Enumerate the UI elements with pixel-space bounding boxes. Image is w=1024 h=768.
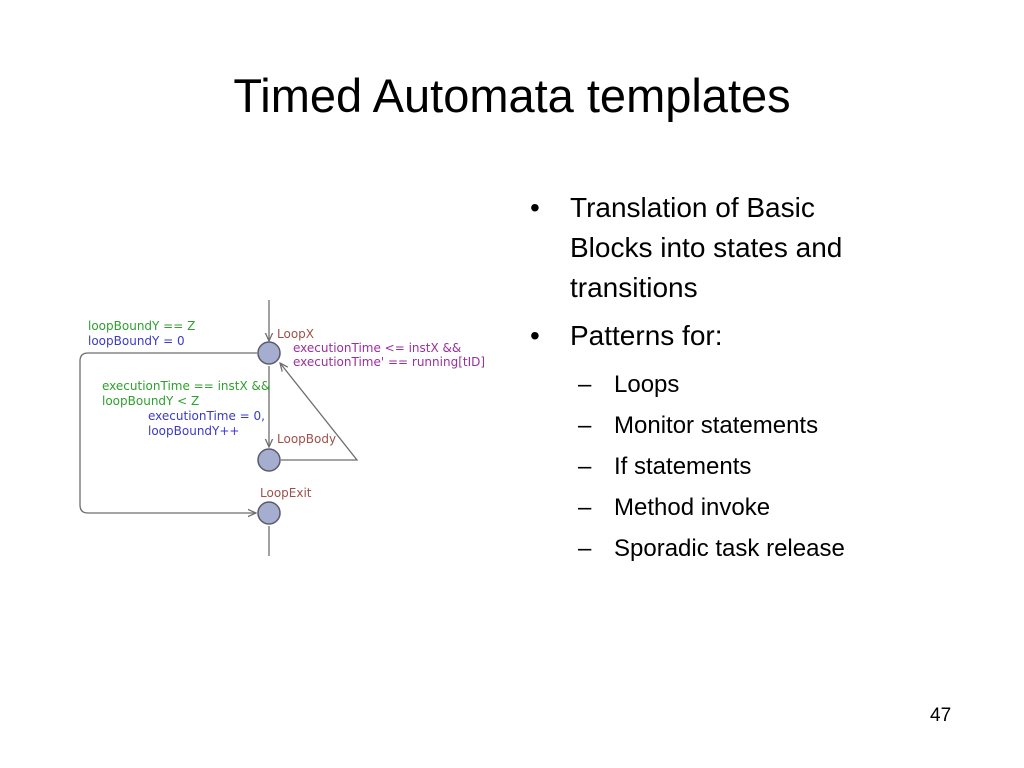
location-label-loopexit: LoopExit xyxy=(260,486,312,500)
bullet-item: • Translation of Basic Blocks into state… xyxy=(530,188,950,308)
sub-bullet-item: – If statements xyxy=(570,446,950,487)
sub-bullet-item: – Monitor statements xyxy=(570,405,950,446)
dash-mark: – xyxy=(578,453,592,480)
invariant-line-2: executionTime' == running[tID] xyxy=(293,355,485,369)
bullet-line: transitions xyxy=(570,272,698,303)
location-loopexit xyxy=(257,501,281,525)
update-body-line-1: executionTime = 0, xyxy=(148,409,265,423)
sub-bullet-item: – Loops xyxy=(570,364,950,405)
invariant-line-1: executionTime <= instX && xyxy=(293,341,461,355)
sub-bullet-text: Monitor statements xyxy=(614,412,819,439)
edge-loopbody-back-to-loopx xyxy=(280,363,359,461)
sub-bullet-text: Method invoke xyxy=(614,494,771,521)
location-label-loopbody: LoopBody xyxy=(277,432,336,446)
sub-bullet-list: – Loops – Monitor statements – If statem… xyxy=(570,364,950,569)
dash-mark: – xyxy=(578,371,592,398)
dash-mark: – xyxy=(578,535,592,562)
sub-bullet-text: If statements xyxy=(614,453,752,480)
guard-body-line-2: loopBoundY < Z xyxy=(102,394,199,408)
slide-title: Timed Automata templates xyxy=(233,69,791,122)
bullet-dot: • xyxy=(530,320,540,351)
location-label-loopx: LoopX xyxy=(277,327,314,341)
bullet-list: • Translation of Basic Blocks into state… xyxy=(530,188,950,569)
sub-bullet-item: – Sporadic task release xyxy=(570,528,950,569)
location-loopx xyxy=(257,341,281,365)
bullet-text: Patterns for: xyxy=(570,320,723,351)
edge-loopx-to-loopexit xyxy=(79,352,257,513)
bullet-line: Translation of Basic xyxy=(570,192,815,223)
location-loopbody xyxy=(257,448,281,472)
sub-bullet-text: Sporadic task release xyxy=(614,535,845,562)
guard-body-line-1: executionTime == instX && xyxy=(102,379,270,393)
bullet-dot: • xyxy=(530,192,540,223)
bullet-item: • Patterns for: xyxy=(530,316,950,356)
update-exit: loopBoundY = 0 xyxy=(88,334,185,348)
dash-mark: – xyxy=(578,412,592,439)
sub-bullet-item: – Method invoke xyxy=(570,487,950,528)
update-body-line-2: loopBoundY++ xyxy=(148,424,239,438)
dash-mark: – xyxy=(578,494,592,521)
page-number: 47 xyxy=(930,705,952,726)
guard-exit: loopBoundY == Z xyxy=(88,319,195,333)
bullet-line: Blocks into states and xyxy=(570,232,843,263)
sub-bullet-text: Loops xyxy=(614,371,680,398)
